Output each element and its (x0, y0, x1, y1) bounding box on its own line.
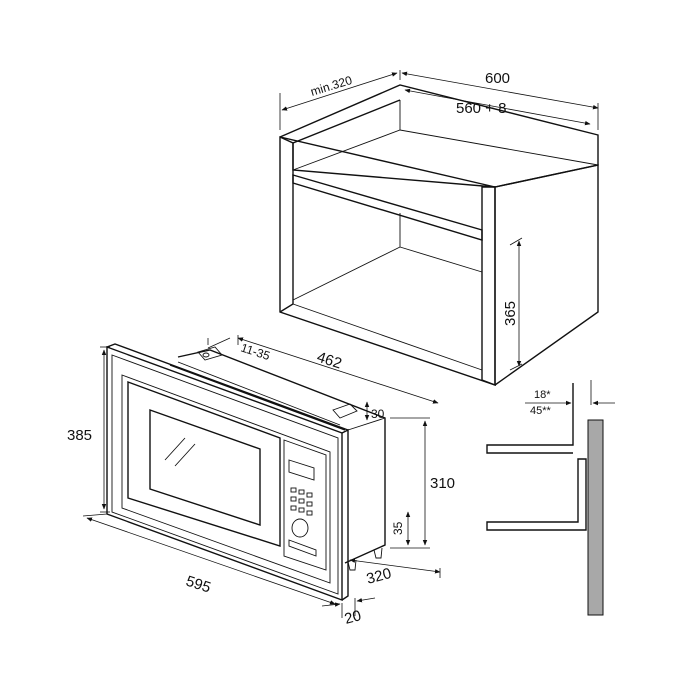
cabinet-shelf (292, 174, 483, 241)
cabinet-front-left-post (279, 136, 496, 386)
oven-keypad (290, 487, 313, 516)
bezel-label: 20 (343, 607, 364, 628)
oven-foot (373, 547, 383, 559)
oven-body-height-label: 310 (430, 475, 455, 492)
cabinet-inner-floor (399, 246, 483, 273)
ext-line (509, 237, 523, 246)
wall-panel (587, 419, 604, 616)
oven-window (149, 409, 261, 526)
dim-bezel-arrow-left (321, 602, 341, 607)
oven-depth-label: 462 (315, 349, 344, 373)
cabinet-top-panel (279, 84, 599, 188)
oven-door-outline (121, 374, 331, 584)
oven-drawing: 385 595 462 11-35 30 310 35 320 20 (67, 335, 455, 628)
oven-trim-side (341, 428, 349, 601)
oven-trim-inner-edge (111, 354, 339, 595)
oven-control-panel (283, 439, 327, 571)
dim-bezel-arrow-right (356, 597, 376, 603)
dim-oven-width (86, 517, 336, 605)
dim-cabinet-depth (281, 72, 398, 111)
cabinet-right-post (481, 186, 496, 387)
cabinet-right-side (494, 164, 599, 386)
foot-height-label: 35 (391, 521, 405, 535)
screw-icon (202, 352, 210, 358)
cabinet-drawing: min.320 600 560 + 8 365 (279, 70, 599, 387)
mounting-bracket-left (197, 346, 223, 361)
angle-bottom-label: 45** (530, 405, 552, 417)
oven-door-button (288, 539, 317, 557)
dim-screw-leader (207, 337, 231, 349)
dim-oven-depth (237, 337, 439, 404)
cabinet-inner-width-label: 560 + 8 (456, 100, 506, 117)
cabinet-outer-width-label: 600 (485, 70, 510, 87)
cabinet-left-post (279, 136, 294, 313)
shelf-lower-section (486, 458, 587, 531)
dim-frame-depth (349, 558, 441, 574)
screw-range-label: 11-35 (239, 341, 272, 364)
frame-depth-label: 320 (365, 565, 394, 588)
oven-body-top-edge (347, 417, 386, 431)
dim-cabinet-inner-width (404, 88, 591, 126)
oven-display (288, 459, 315, 481)
cabinet-bottom-edge (292, 303, 483, 371)
oven-dial (291, 518, 309, 538)
oven-width-label: 595 (184, 573, 213, 597)
side-section-detail: 18* 45** (486, 380, 615, 616)
ext-line (82, 513, 108, 517)
oven-body-outline (177, 349, 386, 564)
glass-reflection (164, 437, 186, 461)
glass-reflection (174, 443, 196, 467)
oven-height-label: 385 (67, 427, 92, 444)
angle-top-label: 18* (534, 389, 551, 401)
oven-door (127, 380, 281, 547)
mounting-bracket-right (332, 403, 358, 419)
oven-body-top-front (169, 364, 346, 431)
oven-top-rail (177, 361, 341, 426)
cabinet-inner-back (292, 213, 401, 301)
cabinet-height-label: 365 (502, 301, 519, 326)
cabinet-depth-label: min.320 (309, 73, 354, 99)
top-offset-label: 30 (371, 407, 385, 421)
shelf-upper-section (486, 383, 574, 454)
